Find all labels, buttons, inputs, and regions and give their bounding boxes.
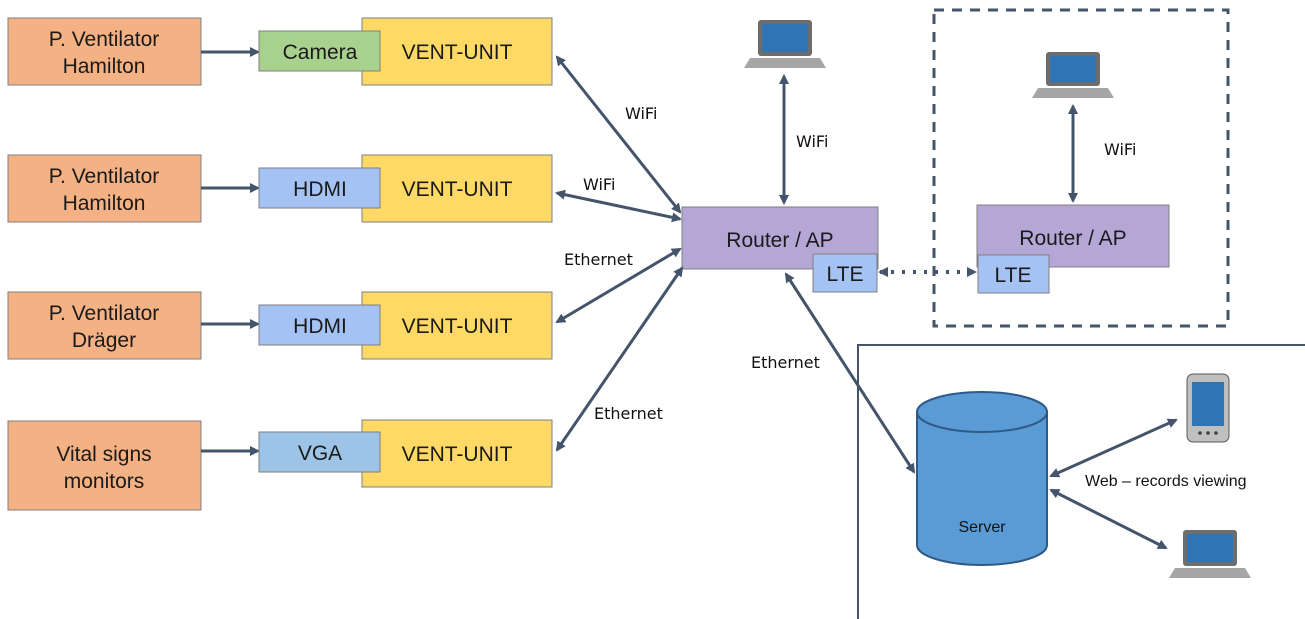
vent-unit-3-label: VENT-UNIT: [402, 315, 513, 338]
server-label: Server: [958, 519, 1006, 536]
router-remote-lte-label: LTE: [995, 264, 1032, 287]
link-laptop-local-label: WiFi: [796, 132, 828, 151]
router-local-label: Router / AP: [726, 229, 833, 252]
source-4-line2: monitors: [64, 470, 145, 493]
link-unit2-label: WiFi: [583, 175, 615, 194]
source-box-3: [7, 291, 202, 360]
laptop-remote-icon: [1032, 52, 1114, 98]
interface-box-4: [258, 431, 381, 473]
vent-unit-4-label: VENT-UNIT: [402, 443, 513, 466]
interface-2-label: HDMI: [293, 178, 347, 201]
phone-icon: [1186, 373, 1230, 443]
link-unit2-router: [555, 189, 682, 223]
source-3-line2: Dräger: [72, 329, 136, 352]
source-box-4: [7, 420, 202, 511]
web-access-label: Web – records viewing: [1085, 473, 1247, 490]
link-router-server: [784, 272, 916, 474]
vent-unit-2-label: VENT-UNIT: [402, 178, 513, 201]
link-laptop-remote-label: WiFi: [1104, 140, 1136, 159]
source-1-line2: Hamilton: [63, 55, 146, 78]
source-box-1: [7, 17, 202, 86]
interface-1-label: Camera: [283, 41, 358, 64]
interface-box-3: [258, 304, 381, 346]
link-server-laptop: [1049, 488, 1168, 550]
interface-3-label: HDMI: [293, 315, 347, 338]
source-4-line1: Vital signs: [56, 443, 151, 466]
source-3-line1: P. Ventilator: [49, 302, 160, 325]
laptop-web-icon: [1169, 530, 1251, 578]
source-1-line1: P. Ventilator: [49, 28, 160, 51]
link-unit4-label: Ethernet: [594, 404, 663, 423]
router-remote-lte-box: [977, 254, 1050, 294]
link-unit1-label: WiFi: [625, 104, 657, 123]
link-unit3-label: Ethernet: [564, 250, 633, 269]
interface-box-2: [258, 167, 381, 209]
server-cylinder: [916, 391, 1048, 566]
vent-unit-1-label: VENT-UNIT: [402, 41, 513, 64]
source-2-line2: Hamilton: [63, 192, 146, 215]
router-remote-label: Router / AP: [1019, 227, 1126, 250]
source-box-2: [7, 154, 202, 223]
router-local-lte-label: LTE: [827, 263, 864, 286]
laptop-local-icon: [744, 20, 826, 68]
interface-box-1: [258, 30, 381, 72]
link-unit4-router: [555, 266, 684, 452]
link-unit1-router: [555, 55, 682, 214]
link-server-label: Ethernet: [751, 353, 820, 372]
vent-unit-box-1: [361, 17, 553, 86]
remote-site-frame: [932, 8, 1230, 328]
source-2-line1: P. Ventilator: [49, 165, 160, 188]
link-server-phone: [1049, 418, 1178, 478]
interface-4-label: VGA: [298, 442, 342, 465]
vent-unit-box-2: [361, 154, 553, 223]
vent-unit-box-4: [361, 419, 553, 488]
